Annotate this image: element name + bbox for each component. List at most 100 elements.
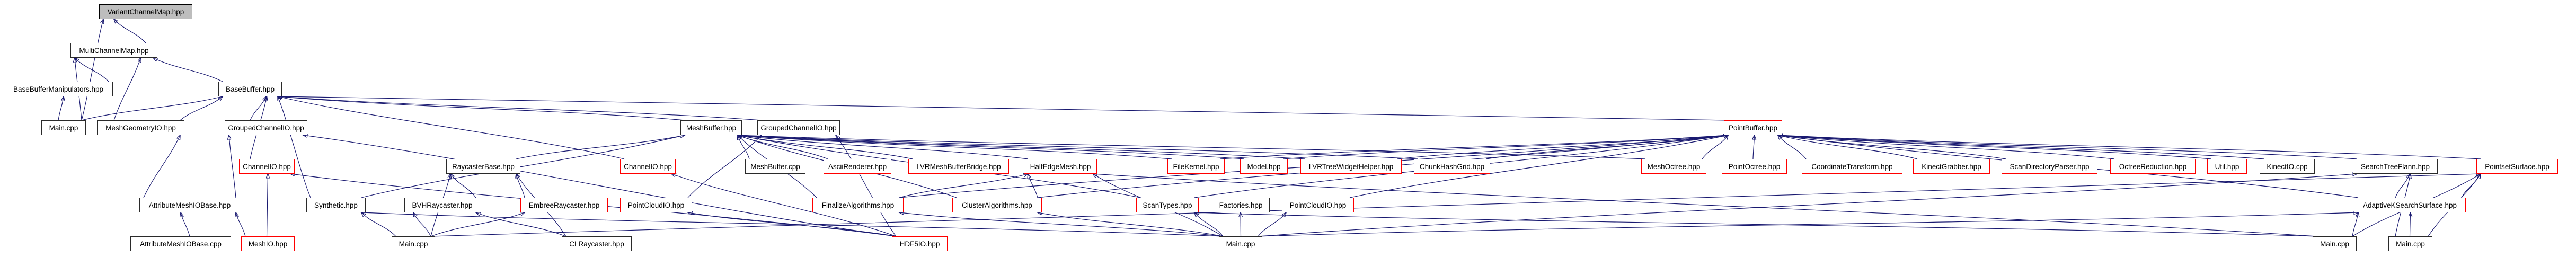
include-edge xyxy=(430,212,525,237)
node-meshio-hpp[interactable]: MeshIO.hpp xyxy=(241,236,295,251)
include-edge xyxy=(1778,135,2358,159)
node-meshbuffer-hpp[interactable]: MeshBuffer.hpp xyxy=(680,120,742,135)
include-edge xyxy=(738,135,1646,159)
include-edge xyxy=(278,96,311,198)
node-finalizealgorithms-hpp[interactable]: FinalizeAlgorithms.hpp xyxy=(812,198,904,212)
include-edge xyxy=(738,135,1172,159)
node-kinectgrabber-hpp[interactable]: KinectGrabber.hpp xyxy=(1913,159,1990,174)
node-hdf5io-hpp[interactable]: HDF5IO.hpp xyxy=(892,236,948,251)
include-edge xyxy=(2352,212,2358,237)
node-filekernel-hpp[interactable]: FileKernel.hpp xyxy=(1167,159,1225,174)
include-edge xyxy=(430,174,2481,237)
include-edge xyxy=(236,212,246,237)
node-searchtreeflann-hpp[interactable]: SearchTreeFlann.hpp xyxy=(2353,159,2438,174)
include-edge xyxy=(278,96,685,121)
node-basebuffer-hpp[interactable]: BaseBuffer.hpp xyxy=(218,82,282,96)
include-edge xyxy=(738,135,1305,159)
node-embreeraycaster-hpp[interactable]: EmbreeRaycaster.hpp xyxy=(520,198,608,212)
include-edge xyxy=(361,135,685,198)
node-pointbuffer-hpp[interactable]: PointBuffer.hpp xyxy=(1724,120,1782,135)
node-variantchannelmap-hpp: VariantChannelMap.hpp xyxy=(99,4,192,19)
include-edge xyxy=(81,96,223,121)
include-edge xyxy=(1220,135,1728,159)
node-util-hpp[interactable]: Util.hpp xyxy=(2207,159,2247,174)
include-edge xyxy=(113,58,141,121)
node-main-cpp[interactable]: Main.cpp xyxy=(2313,236,2357,251)
include-edge xyxy=(1093,174,2317,237)
node-chunkhashgrid-hpp[interactable]: ChunkHashGrid.hpp xyxy=(1414,159,1490,174)
include-edge xyxy=(450,174,476,198)
node-multichannelmap-hpp[interactable]: MultiChannelMap.hpp xyxy=(70,43,157,58)
node-model-hpp[interactable]: Model.hpp xyxy=(1240,159,1288,174)
node-scandirectoryparser-hpp[interactable]: ScanDirectoryParser.hpp xyxy=(2002,159,2097,174)
node-main-cpp[interactable]: Main.cpp xyxy=(2388,236,2432,251)
include-edge xyxy=(143,135,180,198)
node-groupedchannelio-hpp[interactable]: GroupedChannelIO.hpp xyxy=(225,120,307,135)
node-groupedchannelio-hpp[interactable]: GroupedChannelIO.hpp xyxy=(757,120,840,135)
node-basebuffermanipulators-hpp[interactable]: BaseBufferManipulators.hpp xyxy=(4,82,113,96)
node-asciirenderer-hpp[interactable]: AsciiRenderer.hpp xyxy=(824,159,891,174)
include-edge xyxy=(1778,135,2264,159)
include-edge xyxy=(250,96,266,121)
node-clraycaster-hpp[interactable]: CLRaycaster.hpp xyxy=(562,236,632,251)
include-edge xyxy=(1778,135,2115,159)
include-edge xyxy=(1778,135,1918,159)
node-coordinatetransform-hpp[interactable]: CoordinateTransform.hpp xyxy=(1802,159,1902,174)
node-lvrtreewidgethelper-hpp[interactable]: LVRTreeWidgetHelper.hpp xyxy=(1300,159,1402,174)
node-halfedgemesh-hpp[interactable]: HalfEdgeMesh.hpp xyxy=(1024,159,1097,174)
include-edge xyxy=(1485,135,1728,159)
include-edge xyxy=(1258,174,2357,237)
node-clusteralgorithms-hpp[interactable]: ClusterAlgorithms.hpp xyxy=(952,198,1042,212)
node-pointcloudio-hpp[interactable]: PointCloudIO.hpp xyxy=(620,198,692,212)
node-attributemeshiobase-hpp[interactable]: AttributeMeshIOBase.hpp xyxy=(139,198,240,212)
node-octreereduction-hpp[interactable]: OctreeReduction.hpp xyxy=(2110,159,2196,174)
include-edge xyxy=(1702,135,1728,159)
include-edge xyxy=(267,174,268,237)
include-edge xyxy=(2410,212,2411,237)
include-edge xyxy=(1778,135,2006,159)
node-channelio-hpp[interactable]: ChannelIO.hpp xyxy=(620,159,676,174)
node-lvrmeshbufferbridge-hpp[interactable]: LVRMeshBufferBridge.hpp xyxy=(908,159,1009,174)
node-meshgeometryio-hpp[interactable]: MeshGeometryIO.hpp xyxy=(97,120,184,135)
node-synthetic-hpp[interactable]: Synthetic.hpp xyxy=(306,198,366,212)
include-edge xyxy=(836,135,897,237)
include-edge xyxy=(1349,135,1728,198)
node-kinectio-cpp[interactable]: KinectIO.cpp xyxy=(2260,159,2315,174)
node-main-cpp[interactable]: Main.cpp xyxy=(41,120,86,135)
include-edge xyxy=(1258,212,1286,237)
include-edge xyxy=(1194,212,2317,237)
include-edge xyxy=(81,19,103,121)
include-edge xyxy=(1258,212,2358,237)
node-pointsetsurface-hpp[interactable]: PointsetSurface.hpp xyxy=(2476,159,2558,174)
include-edge xyxy=(516,135,685,159)
include-edge xyxy=(899,212,1224,237)
node-pointcloudio-hpp[interactable]: PointCloudIO.hpp xyxy=(1282,198,1354,212)
node-pointoctree-hpp[interactable]: PointOctree.hpp xyxy=(1722,159,1787,174)
node-channelio-hpp[interactable]: ChannelIO.hpp xyxy=(239,159,295,174)
node-attributemeshiobase-cpp[interactable]: AttributeMeshIOBase.cpp xyxy=(130,236,231,251)
include-edge xyxy=(1778,135,2212,159)
node-raycasterbase-hpp[interactable]: RaycasterBase.hpp xyxy=(446,159,520,174)
node-meshoctree-hpp[interactable]: MeshOctree.hpp xyxy=(1641,159,1706,174)
node-bvhraycaster-hpp[interactable]: BVHRaycaster.hpp xyxy=(404,198,480,212)
include-edge xyxy=(899,174,1028,198)
include-edge xyxy=(671,174,897,237)
include-edge xyxy=(738,135,1029,159)
node-meshbuffer-cpp[interactable]: MeshBuffer.cpp xyxy=(745,159,805,174)
include-edge xyxy=(58,96,64,121)
include-edge xyxy=(1283,135,1728,159)
include-edge xyxy=(114,19,146,43)
include-edge xyxy=(1038,212,1224,237)
include-edge xyxy=(738,135,1245,159)
include-edge xyxy=(153,58,223,82)
node-main-cpp[interactable]: Main.cpp xyxy=(392,236,435,251)
node-factories-hpp[interactable]: Factories.hpp xyxy=(1212,198,1270,212)
node-adaptiveksearchsurface-hpp[interactable]: AdaptiveKSearchSurface.hpp xyxy=(2354,198,2466,212)
node-main-cpp[interactable]: Main.cpp xyxy=(1219,236,1262,251)
include-edge xyxy=(229,135,236,198)
node-scantypes-hpp[interactable]: ScanTypes.hpp xyxy=(1136,198,1199,212)
include-edge xyxy=(181,212,190,237)
include-edge xyxy=(1753,135,1755,159)
include-edge xyxy=(476,212,566,237)
